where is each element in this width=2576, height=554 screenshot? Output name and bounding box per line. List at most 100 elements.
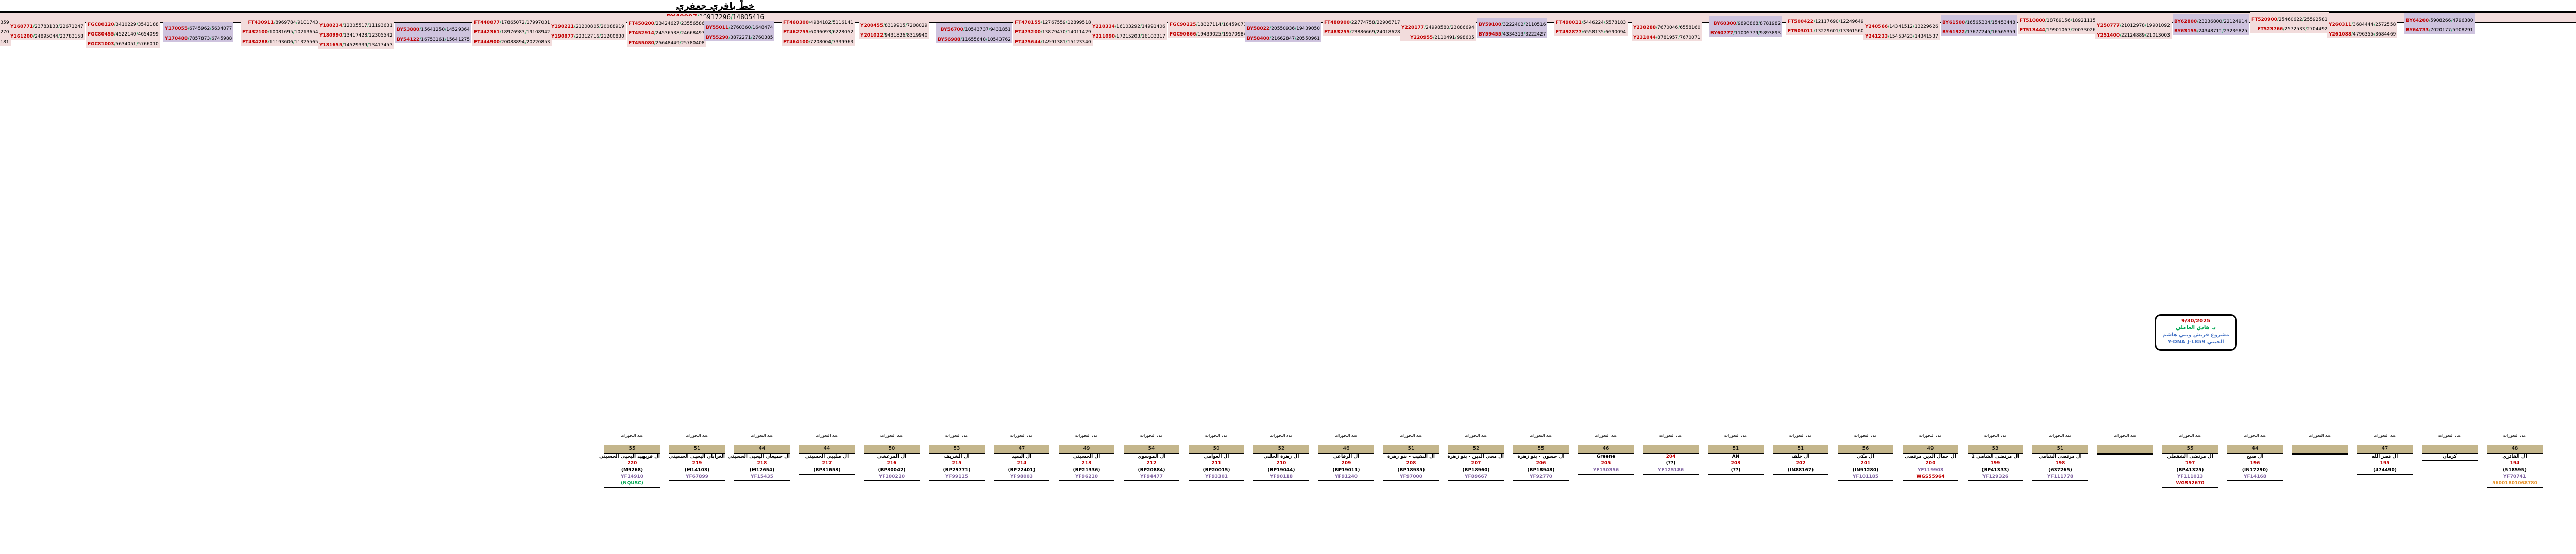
sample-index: 212 <box>1146 461 1157 466</box>
snp-position-b: 14991406 <box>1142 24 1165 29</box>
snp-prefix: Y250777 <box>2097 23 2120 28</box>
snp-position-b: 19901092 <box>2146 23 2170 28</box>
snp-separator: / <box>1115 34 1117 39</box>
snp-kit-line: FT455080/25648449/25780408 <box>629 41 705 46</box>
sample-index: 203 <box>1731 461 1741 466</box>
snp-position-a: 25460622 <box>2278 17 2302 22</box>
mutations-count-value: 51 <box>1708 445 1764 454</box>
card-bottom-rule <box>2357 474 2413 475</box>
snp-separator: / <box>988 27 990 32</box>
snp-separator: / <box>1349 30 1351 35</box>
sample-accession: (BP20015) <box>1202 468 1230 473</box>
sample-index: 206 <box>1536 461 1546 466</box>
sample-accession: (BP19044) <box>1267 468 1295 473</box>
snp-separator: / <box>114 22 116 27</box>
snp-position-b: 20033026 <box>2072 28 2096 33</box>
tree-block-row: FT510800/18789156/18921115 <box>2020 14 2096 24</box>
mutations-count-label: عدد التحورات <box>1399 433 1423 438</box>
snp-kit-line: Y250777/21012978/19901092 <box>2097 23 2170 28</box>
snp-separator: / <box>654 41 656 46</box>
snp-separator: / <box>986 37 988 42</box>
family-name: آل حسون - بنو زهرة <box>1517 454 1565 459</box>
snp-prefix: Y230288 <box>1633 25 1656 30</box>
snp-separator: / <box>136 42 138 47</box>
mutations-count-value <box>1643 445 1699 454</box>
snp-separator: / <box>1065 40 1067 45</box>
yfull-id: YF94477 <box>1140 474 1163 479</box>
mutations-count-value: 47 <box>994 445 1049 454</box>
snp-prefix: FGC90225 <box>1170 22 1196 27</box>
snp-kit-line: Y240566/14341512/13229626 <box>1865 24 1938 29</box>
snp-separator: / <box>1990 30 1992 35</box>
snp-kit-line: Y241233/15453423/14341537 <box>1865 34 1938 39</box>
family-name: آل السيد <box>1011 454 1032 459</box>
snp-prefix: FT492877 <box>1556 30 1582 35</box>
snp-kit-line: FT490011/5446224/5578183 <box>1556 20 1626 25</box>
sample-index: 216 <box>887 461 897 466</box>
snp-position-b: 15453448 <box>1992 20 2015 25</box>
card-bottom-rule <box>2487 487 2543 488</box>
snp-position-a: 24536538 <box>655 31 680 36</box>
snp-kit-line: FT503011/13229601/13361560 <box>1788 29 1864 34</box>
snp-position-b: 20550961 <box>1296 36 1320 41</box>
snp-separator: / <box>1449 25 1451 30</box>
tree-block-row: FGC80120/3410229/3542188 <box>88 18 159 28</box>
tree-block-row: FT520900/25460622/25592581 <box>2251 13 2328 23</box>
sample-card[interactable]: عدد التحورات <box>2097 432 2153 455</box>
tree-block-row: FT500422/12117690/12249649 <box>1788 15 1864 25</box>
snp-prefix: BY64200 <box>2406 18 2429 23</box>
snp-separator: / <box>114 32 116 37</box>
snp-prefix: FT490011 <box>1556 20 1582 25</box>
snp-position-a: 15641250 <box>421 27 445 32</box>
snp-prefix: Y181655 <box>319 43 343 48</box>
sample-index: 220 <box>627 461 637 466</box>
snp-position-a: 22124889 <box>2121 33 2145 38</box>
tree-block-row: Y210334/16103292/14991406 <box>1092 20 1165 30</box>
yfull-id: YF119903 <box>1917 468 1944 473</box>
snp-position-b: 13361560 <box>1840 29 1864 34</box>
snp-prefix: BY53880 <box>397 27 420 32</box>
card-spacer <box>669 438 725 445</box>
snp-separator: / <box>1375 30 1377 35</box>
snp-position-b: 3222427 <box>1525 32 1546 37</box>
region-label: كرمان <box>2443 454 2457 459</box>
root-kit-b: 14805416 <box>733 13 765 21</box>
card-spacer <box>2487 438 2543 445</box>
snp-prefix: BY59100 <box>1479 22 1502 27</box>
snp-separator: / <box>808 20 810 25</box>
card-spacer <box>1903 438 1958 445</box>
snp-position-b: 16103317 <box>1142 34 1165 39</box>
snp-separator: / <box>1349 20 1351 25</box>
sample-card[interactable]: عدد التحورات <box>2292 432 2348 455</box>
